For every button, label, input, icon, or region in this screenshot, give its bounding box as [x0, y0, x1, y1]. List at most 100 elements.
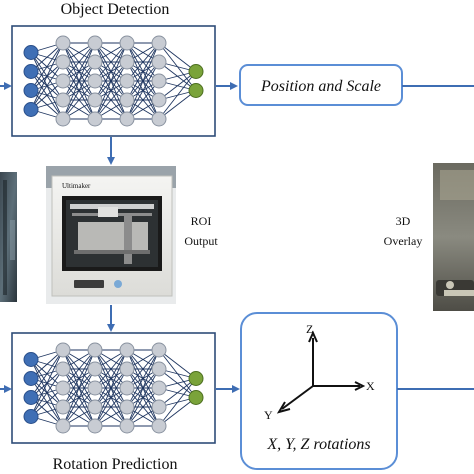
output-node	[188, 64, 204, 79]
axis-z-label: Z	[306, 322, 313, 336]
overlay-label-line1: 3D	[396, 214, 411, 228]
network-edge	[94, 42, 128, 82]
network-edge	[158, 397, 197, 427]
network-edge	[94, 349, 128, 408]
rotation-box	[240, 312, 398, 470]
hidden-node	[151, 418, 167, 434]
hidden-node	[55, 92, 71, 108]
network-edge	[158, 349, 197, 379]
bottom-network-title: Rotation Prediction	[53, 456, 178, 473]
roi-label-line1: ROI	[191, 214, 212, 228]
hidden-node	[87, 111, 103, 127]
input-node	[23, 45, 39, 60]
network-edge	[126, 387, 160, 427]
rotations-label: X, Y, Z rotations	[266, 436, 370, 453]
input-node	[23, 409, 39, 424]
input-node	[23, 83, 39, 98]
hidden-node	[87, 418, 103, 434]
hidden-node	[119, 92, 135, 108]
network-edge	[126, 349, 160, 427]
network-edge	[62, 368, 96, 427]
top-neural-network	[23, 35, 204, 127]
network-edge	[62, 61, 96, 120]
input-node	[23, 64, 39, 79]
hidden-node	[151, 73, 167, 89]
hidden-node	[87, 399, 103, 415]
network-edge	[30, 61, 64, 110]
network-edge	[158, 378, 197, 427]
overlay-label-line2: Overlay	[384, 234, 423, 248]
hidden-node	[119, 380, 135, 396]
hidden-node	[119, 73, 135, 89]
network-edge	[30, 349, 64, 417]
hidden-node	[119, 399, 135, 415]
network-edge	[62, 349, 96, 408]
network-edge	[94, 80, 128, 120]
network-edge	[62, 349, 96, 389]
hidden-node	[87, 35, 103, 51]
right-photo	[433, 163, 474, 311]
network-edge	[94, 368, 128, 427]
network-edge	[94, 349, 128, 427]
hidden-node	[151, 399, 167, 415]
hidden-node	[151, 92, 167, 108]
hidden-node	[151, 361, 167, 377]
network-edge	[30, 42, 64, 110]
hidden-node	[151, 111, 167, 127]
hidden-node	[119, 111, 135, 127]
hidden-node	[151, 35, 167, 51]
hidden-node	[87, 54, 103, 70]
hidden-node	[119, 342, 135, 358]
network-edge	[62, 80, 96, 120]
network-edge	[126, 42, 160, 120]
axes-icon	[276, 330, 366, 414]
network-edge	[94, 42, 128, 120]
network-edge	[62, 42, 96, 82]
roi-label-line2: Output	[184, 234, 218, 248]
network-edge	[126, 42, 160, 82]
hidden-node	[119, 361, 135, 377]
hidden-node	[55, 361, 71, 377]
network-edge	[126, 349, 160, 389]
network-edge	[126, 61, 160, 120]
network-edge	[62, 349, 96, 427]
printer-brand-label: Ultimaker	[62, 182, 91, 190]
hidden-node	[119, 35, 135, 51]
output-node	[188, 390, 204, 405]
roi-image: Ultimaker	[46, 166, 176, 304]
hidden-node	[55, 380, 71, 396]
hidden-node	[55, 342, 71, 358]
output-node	[188, 83, 204, 98]
hidden-node	[55, 73, 71, 89]
hidden-node	[119, 54, 135, 70]
network-edge	[30, 349, 64, 398]
network-edge	[30, 42, 64, 91]
top-network-title: Object Detection	[61, 1, 170, 18]
network-edge	[158, 378, 197, 408]
hidden-node	[87, 380, 103, 396]
hidden-node	[87, 361, 103, 377]
hidden-node	[151, 342, 167, 358]
network-edge	[158, 71, 197, 101]
network-edge	[94, 42, 128, 101]
network-edge	[62, 42, 96, 120]
hidden-node	[119, 418, 135, 434]
input-node	[23, 352, 39, 367]
hidden-node	[87, 342, 103, 358]
output-node	[188, 371, 204, 386]
input-node	[23, 371, 39, 386]
left-photo	[0, 172, 17, 302]
hidden-node	[55, 35, 71, 51]
input-node	[23, 102, 39, 117]
network-edge	[62, 387, 96, 427]
hidden-node	[55, 54, 71, 70]
hidden-node	[55, 399, 71, 415]
position-scale-label: Position and Scale	[260, 78, 381, 95]
network-edge	[126, 42, 160, 101]
hidden-node	[55, 111, 71, 127]
hidden-node	[87, 73, 103, 89]
network-edge	[158, 42, 197, 72]
network-edge	[62, 42, 96, 101]
hidden-node	[55, 418, 71, 434]
